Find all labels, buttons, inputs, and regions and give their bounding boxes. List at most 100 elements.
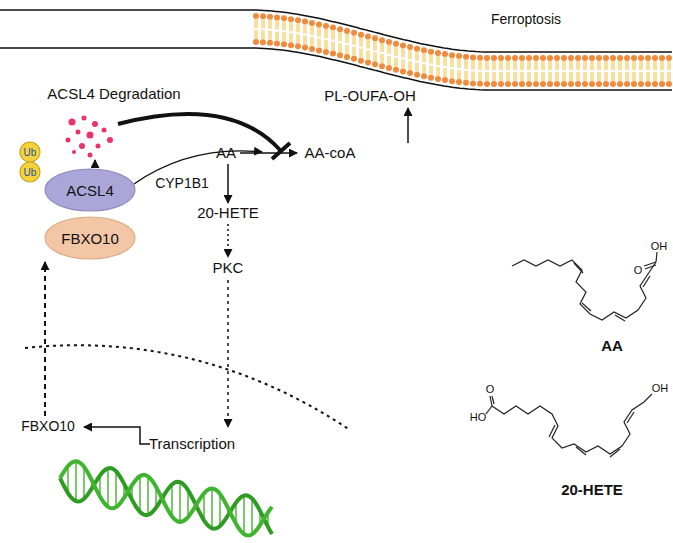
text-label: PKC: [213, 260, 244, 277]
protein-ellipse: ACSL4: [44, 168, 136, 212]
inhibition-bar: [272, 143, 290, 159]
lipid-head: [463, 54, 469, 60]
lipid-head: [575, 55, 581, 61]
lipid-head: [554, 81, 560, 87]
lipid-head: [477, 55, 483, 61]
lipid-tail: [283, 21, 285, 41]
lipid-head: [519, 55, 525, 61]
lipid-head: [456, 53, 462, 59]
lipid-head: [505, 81, 511, 87]
text-label: CYP1B1: [155, 176, 209, 191]
dna-strand: [60, 461, 272, 535]
lipid-head: [309, 46, 315, 52]
lipid-head: [484, 55, 490, 61]
lipid-head: [470, 80, 476, 86]
lipid-head: [295, 17, 301, 23]
lipid-head: [547, 81, 553, 87]
lipid-tail: [388, 45, 390, 65]
lipid-head: [610, 81, 616, 87]
lipid-head: [463, 80, 469, 86]
lipid-head: [533, 81, 539, 87]
ubiquitin-circle: Ub: [19, 161, 41, 183]
lipid-head: [449, 78, 455, 84]
lipid-tail: [416, 52, 418, 72]
degradation-arrow: [94, 160, 96, 166]
lipid-head: [386, 39, 392, 45]
lipid-tail: [290, 22, 292, 42]
lipid-tail: [563, 61, 565, 81]
node-text: Ub: [24, 167, 37, 178]
lipid-tail: [465, 60, 467, 80]
degradation-fragments: [66, 116, 114, 158]
lipid-tail: [381, 43, 383, 63]
lipid-tail: [584, 61, 586, 81]
lipid-head: [344, 54, 350, 60]
lipid-head: [442, 51, 448, 57]
lipid-head: [526, 55, 532, 61]
lipid-tail: [661, 61, 663, 81]
lipid-head: [568, 81, 574, 87]
lipid-tail: [430, 55, 432, 75]
lipid-head: [358, 32, 364, 38]
lipid-tail: [437, 56, 439, 76]
membrane-line: [0, 10, 672, 52]
lipid-head: [617, 81, 623, 87]
lipid-head: [477, 81, 483, 87]
lipid-head: [379, 37, 385, 43]
lipid-tail: [570, 61, 572, 81]
lipid-head: [407, 70, 413, 76]
lipid-tail: [444, 57, 446, 77]
lipid-head: [260, 39, 266, 45]
nuclear-envelope: [25, 345, 350, 430]
lipid-head: [379, 63, 385, 69]
lipid-head: [400, 68, 406, 74]
lipid-head: [505, 55, 511, 61]
lipid-tail: [619, 61, 621, 81]
lipid-tail: [612, 61, 614, 81]
text-label: 20-HETE: [561, 482, 623, 499]
lipid-head: [414, 72, 420, 78]
lipid-head: [652, 81, 658, 87]
lipid-tail: [500, 61, 502, 81]
lipid-head: [659, 55, 665, 61]
lipid-head: [309, 20, 315, 26]
lipid-head: [519, 81, 525, 87]
lipid-tail: [493, 61, 495, 81]
lipid-head: [435, 76, 441, 82]
lipid-head: [652, 55, 658, 61]
lipid-tail: [451, 58, 453, 78]
lipid-head: [358, 58, 364, 64]
lipid-tail: [367, 39, 369, 59]
lipid-tail: [647, 61, 649, 81]
lipid-head: [491, 81, 497, 87]
lipid-head: [323, 23, 329, 29]
inhibition-curve: [118, 114, 280, 150]
lipid-head: [281, 15, 287, 21]
text-label: ACSL4 Degradation: [47, 86, 180, 103]
lipid-head: [498, 81, 504, 87]
reaction-arrow: [240, 152, 297, 154]
lipid-tail: [640, 61, 642, 81]
text-label: HO: [470, 411, 487, 423]
lipid-head: [624, 81, 630, 87]
lipid-head: [421, 47, 427, 53]
lipid-head: [491, 55, 497, 61]
lipid-head: [666, 55, 672, 61]
lipid-head: [351, 30, 357, 36]
lipid-tail: [514, 61, 516, 81]
lipid-head: [330, 25, 336, 31]
lipid-tail: [311, 26, 313, 46]
lipid-tail: [360, 38, 362, 58]
lipid-tail: [479, 61, 481, 81]
lipid-head: [589, 55, 595, 61]
node-text: Ub: [24, 147, 37, 158]
lipid-head: [484, 81, 490, 87]
lipid-tail: [353, 36, 355, 56]
lipid-head: [295, 43, 301, 49]
lipid-head: [393, 67, 399, 73]
lipid-head: [589, 81, 595, 87]
lipid-head: [610, 55, 616, 61]
lipid-head: [631, 55, 637, 61]
lipid-head: [638, 81, 644, 87]
